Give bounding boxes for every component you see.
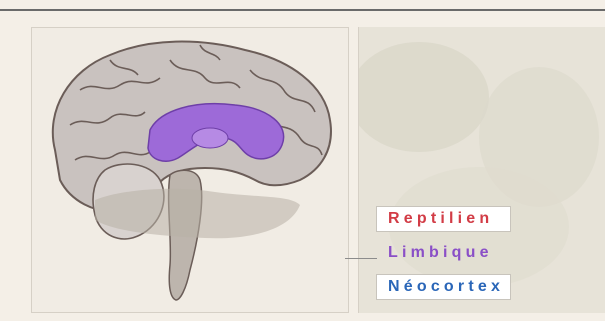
legend-limbique: Limbique xyxy=(376,240,511,266)
legend-neocortex: Néocortex xyxy=(376,274,511,300)
legend-leader-line xyxy=(345,258,377,259)
brain-legend: Reptilien Limbique Néocortex xyxy=(376,206,511,308)
thalamus-shape xyxy=(192,128,228,148)
legend-reptilien: Reptilien xyxy=(376,206,511,232)
